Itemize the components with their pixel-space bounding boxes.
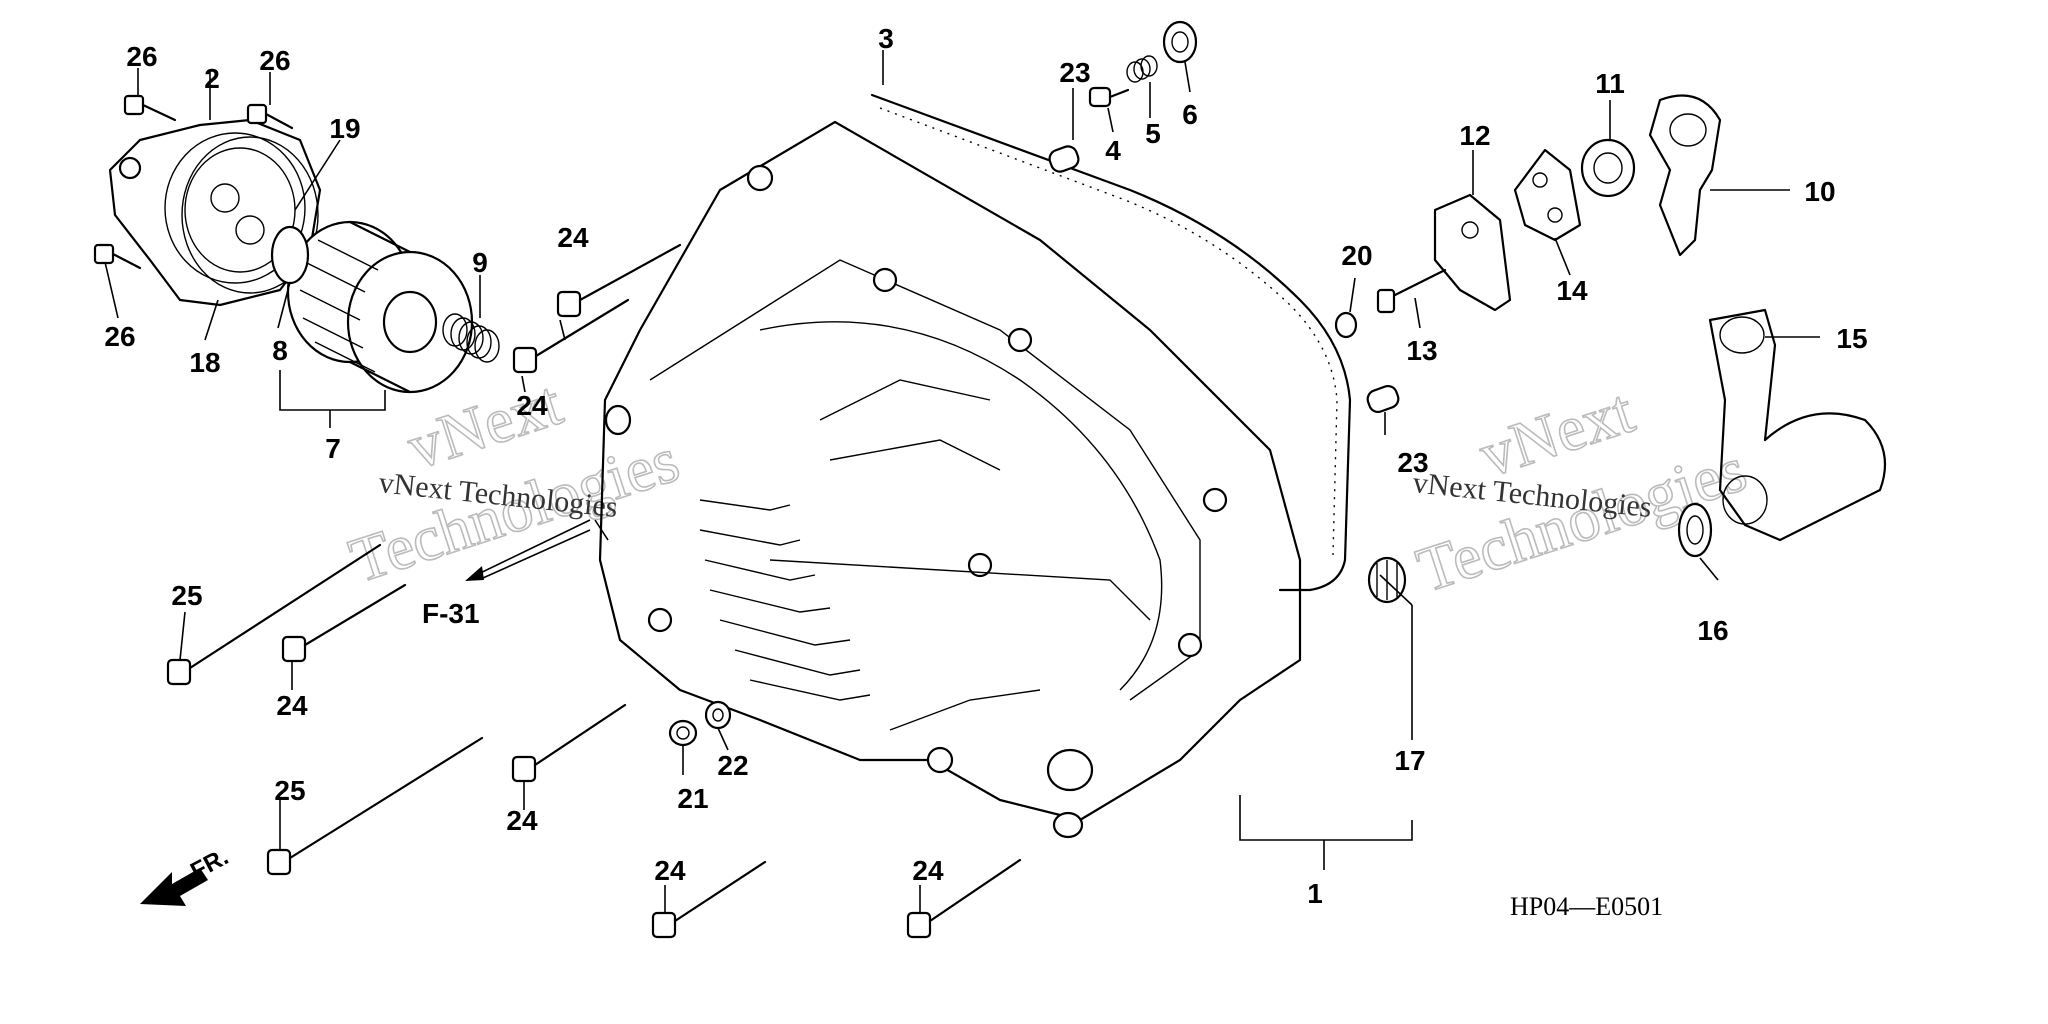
stopper-arm-14: [1513, 148, 1582, 242]
bolt-24-left: [281, 583, 407, 663]
dowel-pin-23-right: [1366, 384, 1400, 414]
callout-22: 22: [717, 750, 748, 781]
callout-14: 14: [1556, 275, 1588, 306]
bolt-24-bottom-left: [651, 860, 767, 939]
callout-24-bottom-right: 24: [912, 855, 944, 886]
callout-17: 17: [1394, 745, 1425, 776]
callout-13: 13: [1406, 335, 1437, 366]
bolt-24-mid: [512, 298, 630, 374]
bearing-17: [1367, 556, 1407, 604]
callout-1: 1: [1307, 878, 1323, 909]
callout-25-upper: 25: [171, 580, 202, 611]
callout-26-top-left: 26: [126, 41, 157, 72]
callout-15: 15: [1836, 323, 1867, 354]
callout-23-top: 23: [1059, 57, 1090, 88]
crankcase-cover: [598, 120, 1302, 839]
callout-24-mid: 24: [516, 390, 548, 421]
callout-24-left: 24: [276, 690, 308, 721]
callout-3: 3: [878, 23, 894, 54]
oil-filter-element: [286, 220, 474, 394]
reference-label: F-31: [422, 598, 480, 629]
shift-spindle-15: [1708, 308, 1887, 542]
callout-24-top: 24: [557, 222, 589, 253]
callout-19: 19: [329, 113, 360, 144]
drawing-code: HP04—E0501: [1510, 892, 1663, 921]
callout-7: 7: [325, 433, 341, 464]
reference-f31: F-31: [422, 519, 591, 629]
bolt-24-lower-mid: [511, 703, 627, 783]
shift-arm-10: [1648, 94, 1722, 257]
callout-24-bottom-left: 24: [654, 855, 686, 886]
plug-4: [1088, 86, 1130, 108]
gasket: [870, 93, 1352, 592]
callout-9: 9: [472, 247, 488, 278]
bolt-26-top-left: [123, 94, 177, 122]
callout-23-right: 23: [1397, 447, 1428, 478]
leader-lines: [104, 50, 1820, 913]
callout-20: 20: [1341, 240, 1372, 271]
callout-24-lower-mid: 24: [506, 805, 538, 836]
callout-26-top-right: 26: [259, 45, 290, 76]
callout-26-bottom: 26: [104, 321, 135, 352]
callout-21: 21: [677, 783, 708, 814]
nut-21: [668, 719, 698, 747]
o-ring-large: [181, 136, 319, 294]
callout-2: 2: [204, 63, 220, 94]
dowel-pin-23-top: [1048, 145, 1080, 173]
stopper-plate-12: [1376, 193, 1512, 314]
bolt-25-lower: [266, 736, 484, 876]
filter-spring: [442, 313, 500, 363]
collar-11: [1580, 138, 1636, 198]
callout-10: 10: [1804, 176, 1835, 207]
cap-6: [1162, 20, 1198, 64]
bolt-26-bottom: [93, 243, 142, 270]
oil-seal-16: [1677, 502, 1713, 558]
callout-11: 11: [1595, 68, 1625, 99]
o-ring-small: [270, 225, 310, 285]
callout-4: 4: [1105, 135, 1121, 166]
callout-18: 18: [189, 347, 220, 378]
washer-22: [704, 700, 732, 730]
callout-12: 12: [1459, 120, 1490, 151]
spring-5: [1126, 55, 1158, 83]
washer-20: [1334, 311, 1358, 339]
bolt-24-top: [556, 243, 682, 318]
callout-25-lower: 25: [274, 775, 305, 806]
callout-6: 6: [1182, 99, 1198, 130]
bolt-26-top-right: [246, 103, 294, 130]
bolt-24-bottom-right: [906, 858, 1022, 939]
callout-16: 16: [1697, 615, 1728, 646]
callout-labels: 1 2 3 4 5 6 7 8 9 10 11 12 13 14 15 16 1…: [104, 23, 1867, 909]
watermark-left: vNext Technologies: [341, 366, 688, 597]
front-direction-arrow: FR.: [140, 843, 233, 906]
callout-8: 8: [272, 335, 288, 366]
bolt-25-upper: [166, 543, 382, 686]
callout-5: 5: [1145, 118, 1161, 149]
